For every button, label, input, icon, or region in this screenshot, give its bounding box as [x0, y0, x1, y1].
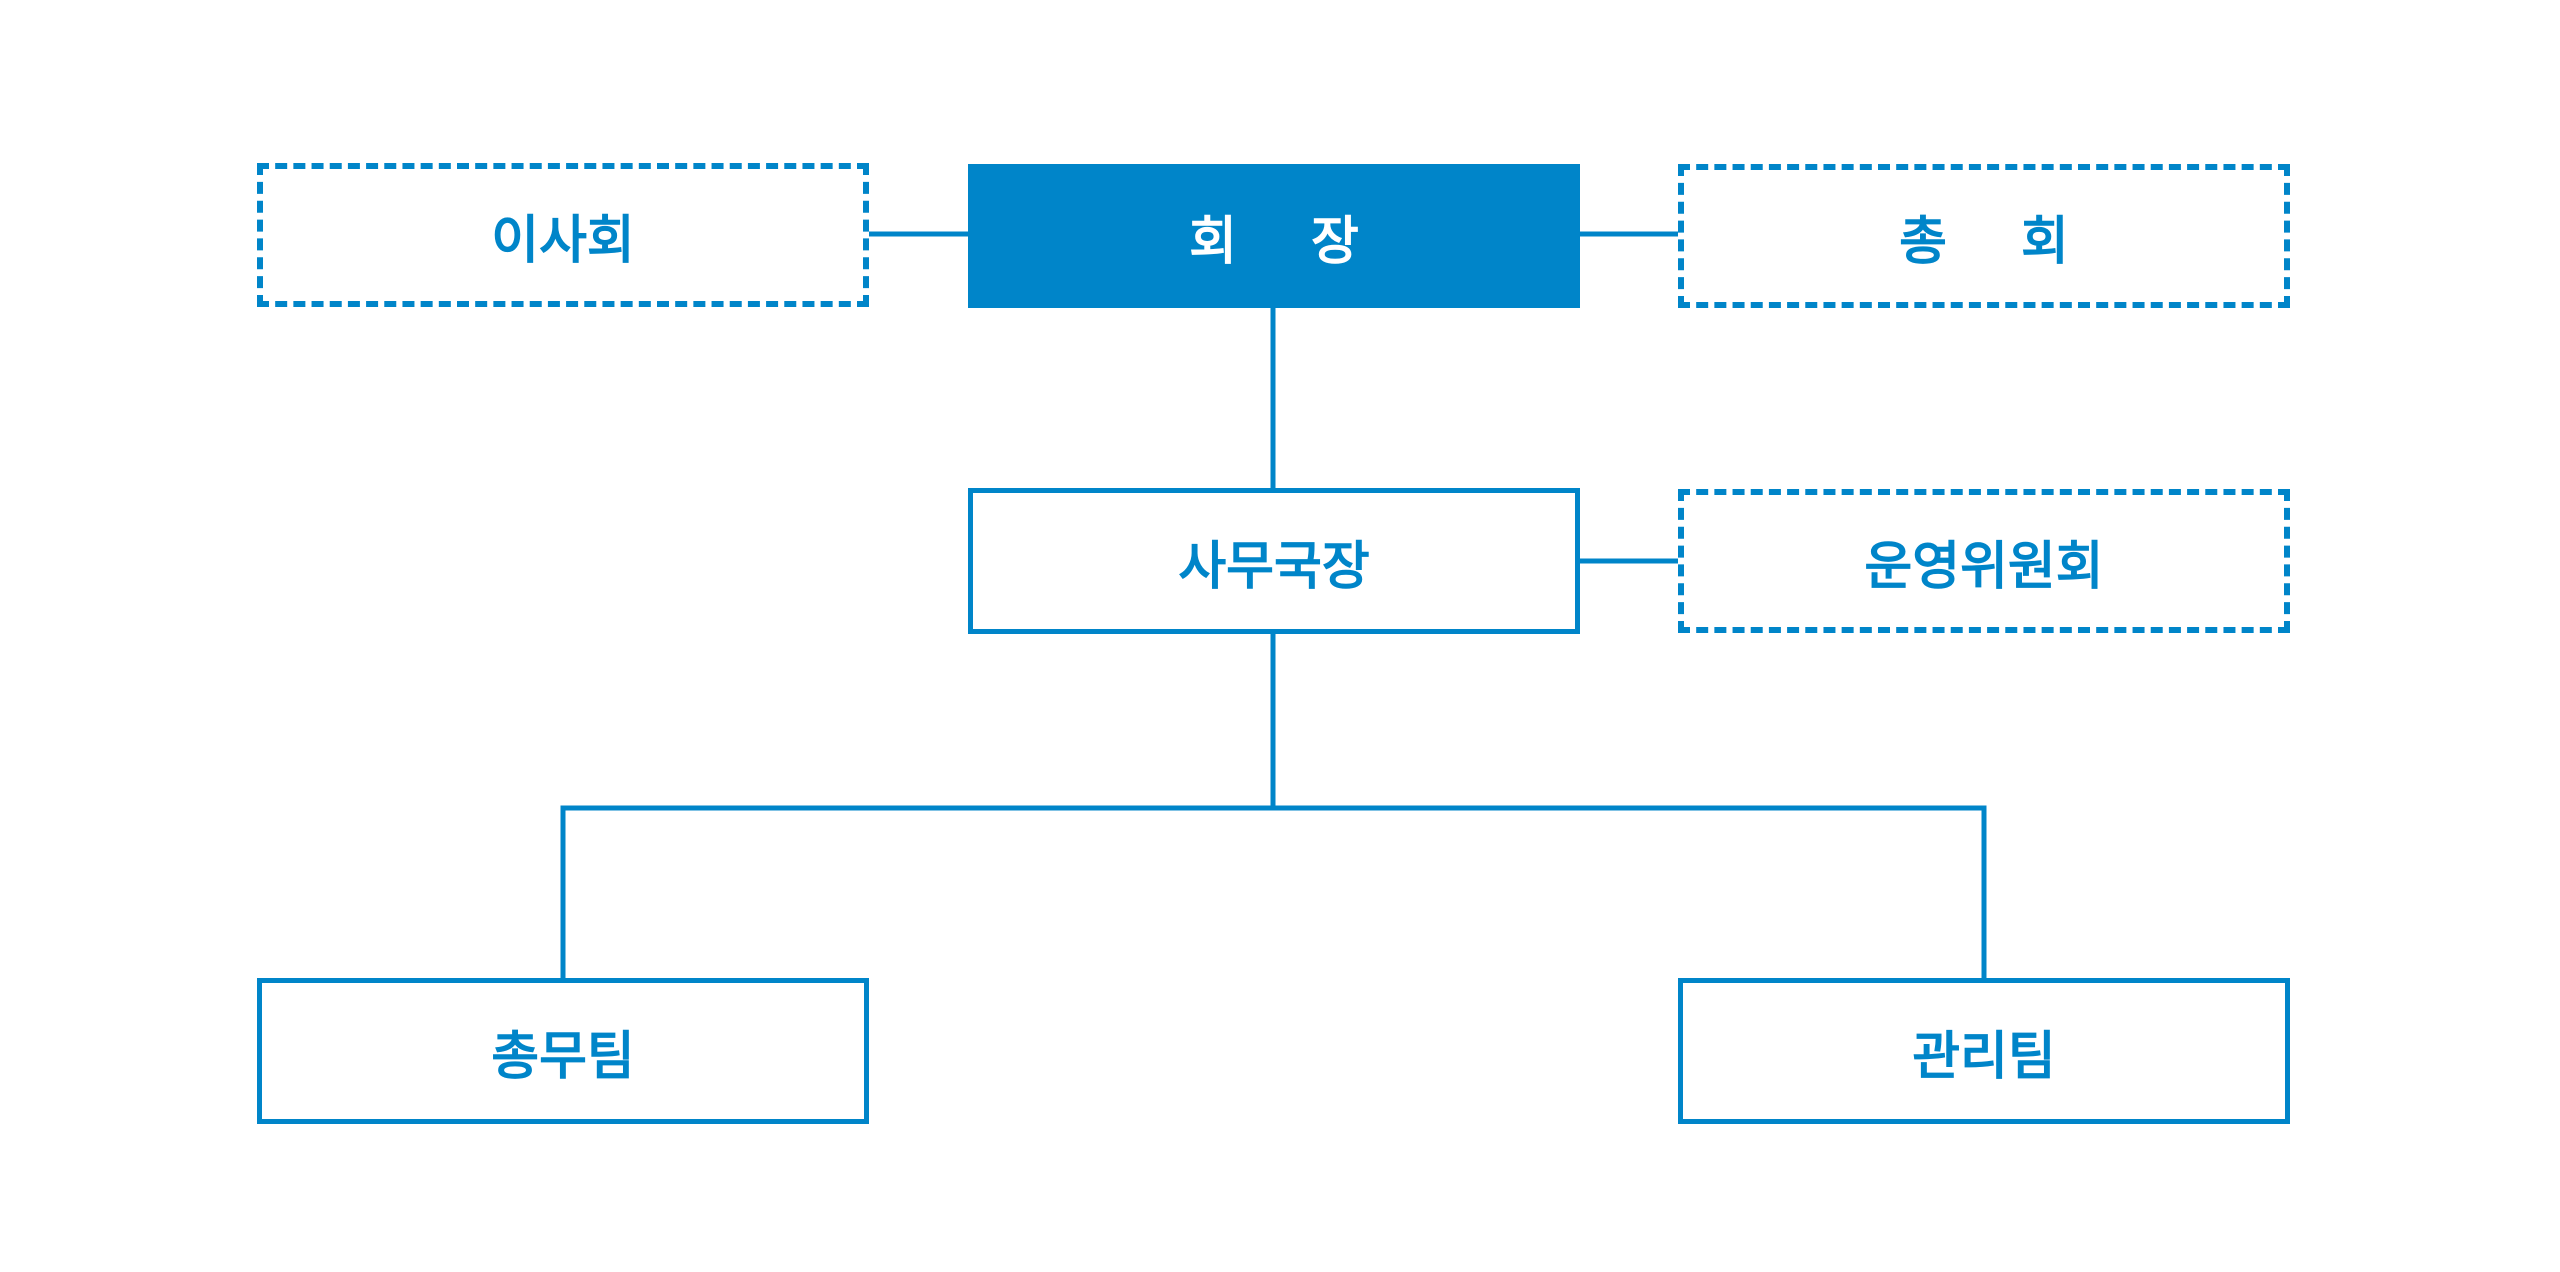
management-team-label: 관리팀 [1912, 1026, 2056, 1087]
management-team-node: 관리팀 [1678, 978, 2290, 1124]
secretary-general-node: 사무국장 [968, 488, 1580, 634]
edge-branch-general-affairs-team [560, 805, 1273, 980]
edge-branch-management-team [1273, 805, 1987, 980]
general-affairs-team-label: 총무팀 [491, 1026, 635, 1087]
general-affairs-team-node: 총무팀 [257, 978, 869, 1124]
secretary-general-label: 사무국장 [1178, 536, 1370, 597]
chairman-label: 회 장 [1189, 211, 1387, 272]
board-node: 이사회 [257, 163, 869, 307]
steering-committee-node: 운영위원회 [1678, 489, 2290, 633]
board-label: 이사회 [491, 210, 635, 271]
general-assembly-node: 총 회 [1678, 164, 2290, 308]
general-assembly-label: 총 회 [1899, 211, 2097, 272]
chairman-node: 회 장 [968, 164, 1580, 308]
steering-committee-label: 운영위원회 [1864, 536, 2104, 597]
